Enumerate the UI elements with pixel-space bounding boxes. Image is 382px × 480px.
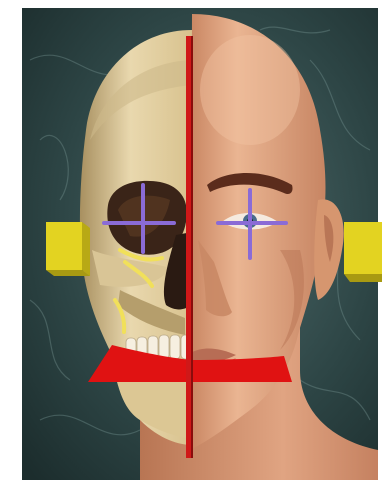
right-ear-marker: [344, 222, 382, 282]
left-ear-marker: [46, 222, 90, 276]
